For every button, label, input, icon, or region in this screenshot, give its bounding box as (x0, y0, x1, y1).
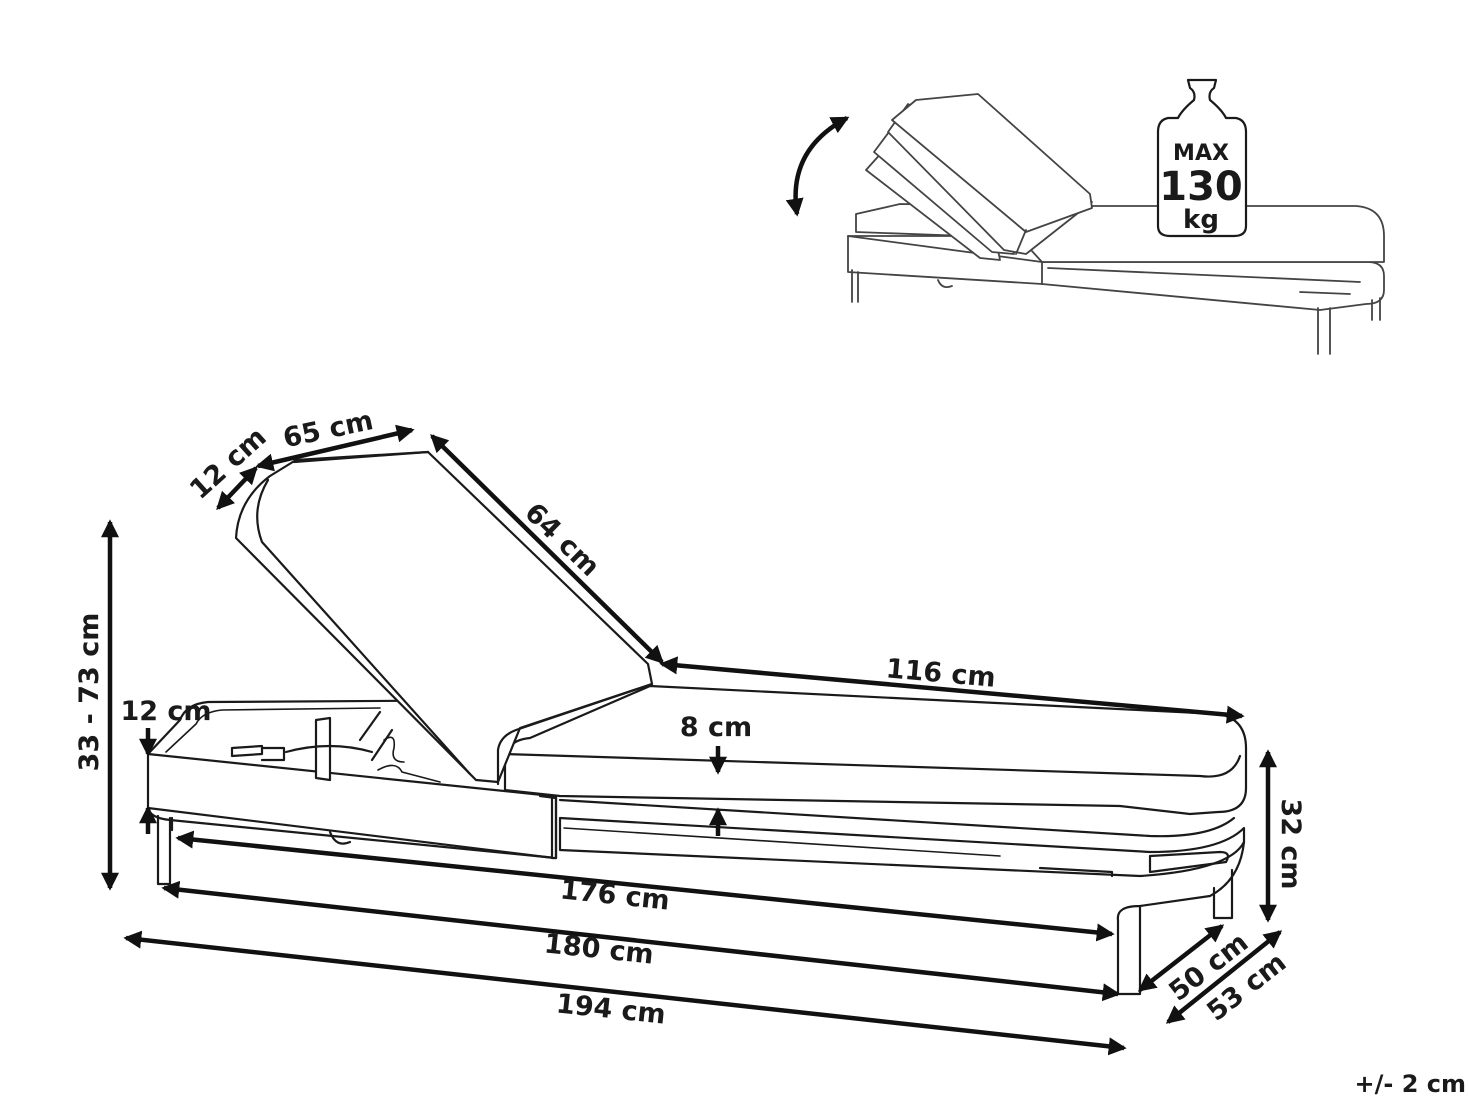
recline-illustration: MAX 130 kg (785, 78, 1385, 355)
recline-arrow-icon (785, 116, 850, 217)
label-seat-height: 32 cm (1275, 798, 1306, 889)
dimension-lines (101, 424, 1283, 1056)
label-backrest-width: 65 cm (280, 405, 376, 454)
label-height-range: 33 - 73 cm (74, 613, 105, 772)
weight-unit: kg (1183, 205, 1219, 235)
label-frame-length: 180 cm (543, 928, 656, 970)
tolerance-note: +/- 2 cm (1355, 1070, 1466, 1098)
max-weight-value: 130 (1159, 164, 1243, 210)
label-frame-height: 12 cm (120, 696, 211, 727)
max-label: MAX (1173, 141, 1229, 166)
label-inner-length: 176 cm (559, 874, 672, 916)
max-weight-icon: MAX 130 kg (1156, 78, 1248, 238)
label-cushion-thickness: 8 cm (680, 712, 752, 743)
